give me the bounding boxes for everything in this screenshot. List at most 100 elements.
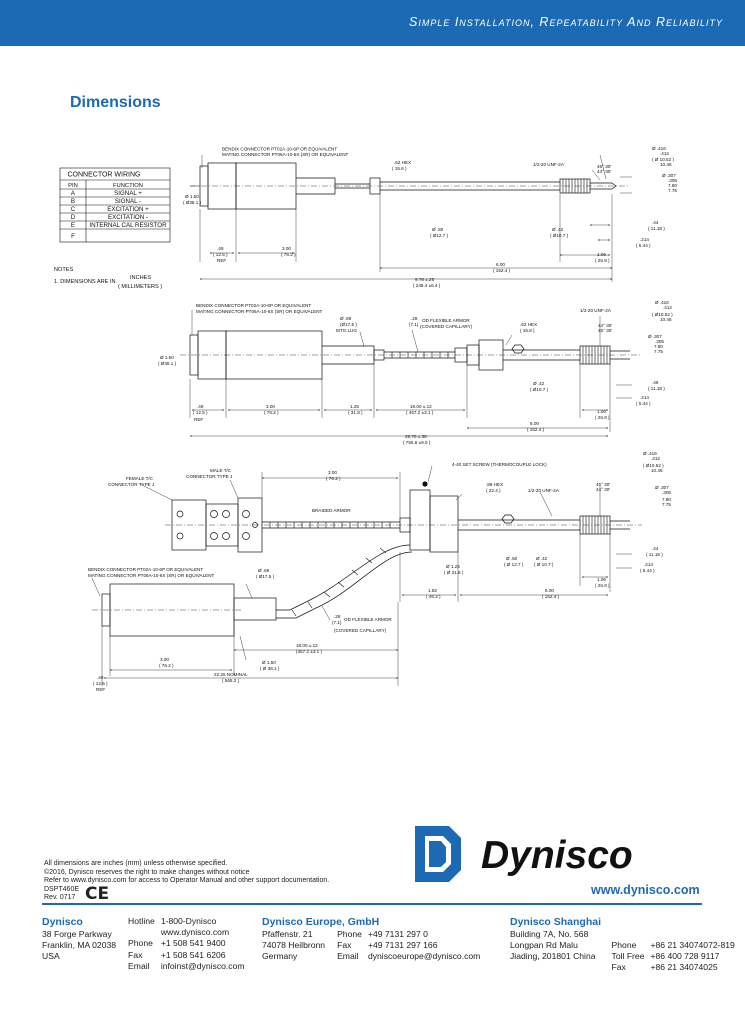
- contact-value[interactable]: +49 7131 297 166: [367, 940, 438, 951]
- d3-d182-mm: ( 46.2 ): [426, 594, 441, 599]
- footnotes: All dimensions are inches (mm) unless ot…: [44, 860, 329, 903]
- d3-d2225-mm: ( 565.2 ): [222, 678, 240, 683]
- d2-d125: 1.25: [350, 404, 359, 409]
- d3-d42: Ø .42: [536, 556, 548, 561]
- d2-capillary: (COVERED CAPILLARY): [420, 324, 473, 329]
- d2-armor-d: .28: [411, 316, 418, 321]
- d1-stem2-mm: ( Ø10.7 ): [550, 233, 569, 238]
- doc-number: DSPT460E: [44, 885, 80, 893]
- footnote-line: All dimensions are inches (mm) unless ot…: [44, 860, 228, 867]
- contact-value[interactable]: +49 7131 297 0: [367, 929, 428, 939]
- wiring-function: INTERNAL CAL RESISTOR: [89, 222, 167, 229]
- contact-value[interactable]: www.dynisco.com: [160, 927, 230, 938]
- d1-d600-mm: ( 152.4 ): [493, 268, 511, 273]
- d3-d49: .49: [97, 675, 104, 680]
- contact-value[interactable]: infoinst@dynisco.com: [160, 960, 245, 971]
- d3-d214: .214: [644, 562, 653, 567]
- d3-d150-mm: ( Ø 38.1 ): [260, 666, 280, 671]
- d1-tipdia-mm: ( Ø 10.52 ): [652, 157, 674, 162]
- d3-armor: OD FLEXIBLE ARMOR: [344, 617, 392, 622]
- footer-divider: [42, 903, 702, 905]
- notes-unit-top: INCHES: [130, 275, 151, 281]
- page-title: Dimensions: [70, 94, 161, 111]
- notes-unit-bottom: ( MILLIMETERS ): [118, 284, 162, 290]
- d1-d106-mm: ( 26.9 ): [595, 258, 610, 263]
- d2-body-mm: ( Ø38.1 ): [158, 361, 177, 366]
- d2-d2975-mm: ( 755.6 ±9.0 ): [403, 440, 431, 445]
- wiring-pin: E: [71, 222, 75, 229]
- contact-label: Phone: [611, 940, 637, 950]
- contact-shanghai-name: Dynisco Shanghai: [510, 916, 602, 928]
- d2-connector: BENDIX CONNECTOR PT02A-10-6P OR EQUIVALE…: [196, 303, 311, 308]
- notes-heading: NOTES: [54, 267, 74, 273]
- wiring-function: SIGNAL +: [114, 190, 142, 197]
- d3-armor-mm: (7.1): [332, 620, 342, 625]
- contact-value[interactable]: dyniscoeurope@dynisco.com: [367, 951, 481, 962]
- d1-tipdia3-mm: 7.80: [668, 183, 677, 188]
- address-line: Jiading, 201801 China: [510, 951, 596, 962]
- d3-male2: CONNECTOR TYPE J: [186, 474, 232, 479]
- d1-connector: BENDIX CONNECTOR PT02A-10-6P OR EQUIVALE…: [222, 147, 337, 152]
- d2-tipdia3: Ø .307: [648, 334, 662, 339]
- d1-stem2: Ø .42: [552, 227, 564, 232]
- d3-female: FEMALE T/C: [126, 476, 154, 481]
- d3-d1800: 18.00 ±.12: [296, 643, 318, 648]
- contact-label: Email: [128, 960, 150, 971]
- d1-d49-mm: ( 12.5 ): [213, 252, 228, 257]
- d2-tipdia3-mm2: 7.75: [654, 349, 663, 354]
- d3-d44: .44: [652, 546, 659, 551]
- d1-tipdia3-mm2: 7.75: [668, 188, 677, 193]
- d1-hex-mm: ( 15.6 ): [392, 166, 407, 171]
- d2-d600: 6.00: [530, 421, 539, 426]
- d3-d600-mm: ( 152.4 ): [542, 594, 560, 599]
- drawing-1: BENDIX CONNECTOR PT02A-10-6P OR EQUIVALE…: [183, 146, 677, 288]
- contact-label: Email: [337, 951, 359, 962]
- d1-d214: .214: [640, 237, 649, 242]
- d3-ref: REF: [96, 687, 105, 692]
- d1-stem-mm: ( Ø12.7 ): [430, 233, 449, 238]
- contact-us: Dynisco 38 Forge Parkway Franklin, MA 02…: [42, 916, 245, 972]
- contact-value[interactable]: +86 21 34074025: [650, 962, 718, 973]
- d2-tipdia2: .412: [663, 305, 672, 310]
- d3-d182: 1.82: [428, 588, 437, 593]
- contact-value[interactable]: +1 508 541 6206: [160, 949, 226, 960]
- d2-d49: .49: [197, 404, 204, 409]
- address-line: Franklin, MA 02038: [42, 940, 117, 951]
- drawing-3: FEMALE T/C CONNECTOR TYPE J MALE T/C CON…: [88, 451, 671, 692]
- contact-label: Fax: [611, 962, 626, 973]
- d1-tipdia-mm2: 10.46: [660, 162, 672, 167]
- d2-tipdia-mm: ( Ø10.52 ): [652, 312, 673, 317]
- d1-hex: .62 HEX: [394, 160, 411, 165]
- drawing-2: BENDIX CONNECTOR PT02A-10-6P OR EQUIVALE…: [158, 300, 673, 445]
- website-link[interactable]: www.dynisco.com: [591, 883, 700, 897]
- d1-d300: 3.00: [282, 246, 291, 251]
- contact-europe-name: Dynisco Europe, GmbH: [262, 916, 380, 928]
- d3-d600: 6.00: [545, 588, 554, 593]
- contact-value[interactable]: +1 508 541 9400: [160, 938, 226, 949]
- contact-value[interactable]: 1-800-Dynisco: [160, 916, 217, 926]
- d3-tipdia: Ø .416: [643, 451, 657, 456]
- d2-lug-mm: (Ø17.5 ): [340, 322, 357, 327]
- d2-d106-mm: ( 26.9 ): [595, 415, 610, 420]
- d3-d49-mm: ( 12.5 ): [93, 681, 108, 686]
- wiring-pin: A: [71, 190, 76, 197]
- footnote-line: ©2016, Dynisco reserves the right to mak…: [44, 868, 250, 876]
- d3-tipdia3-mm2: 7.75: [662, 502, 671, 507]
- d3-d50: Ø .50: [506, 556, 518, 561]
- d2-thread: 1/2-20 UNF-2A: [580, 308, 612, 313]
- d2-tipdia-mm2: 10.46: [660, 317, 672, 322]
- contact-label: Hotline: [128, 916, 155, 926]
- address-line: Longpan Rd Malu: [510, 940, 578, 951]
- d2-d214: .214: [640, 395, 649, 400]
- d3-braided: BRAIDED ARMOR: [312, 508, 351, 513]
- d3-female2: CONNECTOR TYPE J: [108, 482, 154, 487]
- d2-d106: 1.06: [597, 409, 606, 414]
- contact-value[interactable]: +86 400 728 9117: [650, 951, 720, 962]
- d3-hex: .88 HEX: [486, 482, 503, 487]
- contact-label: [128, 927, 155, 938]
- contact-value[interactable]: +86 21 34074072-819: [650, 940, 735, 950]
- d3-d2225: 22.25 NOMINAL: [214, 672, 248, 677]
- d3-d150: Ø 1.50: [262, 660, 276, 665]
- d2-hex-mm: ( 15.8 ): [520, 328, 535, 333]
- d1-d106: 1.06: [597, 252, 606, 257]
